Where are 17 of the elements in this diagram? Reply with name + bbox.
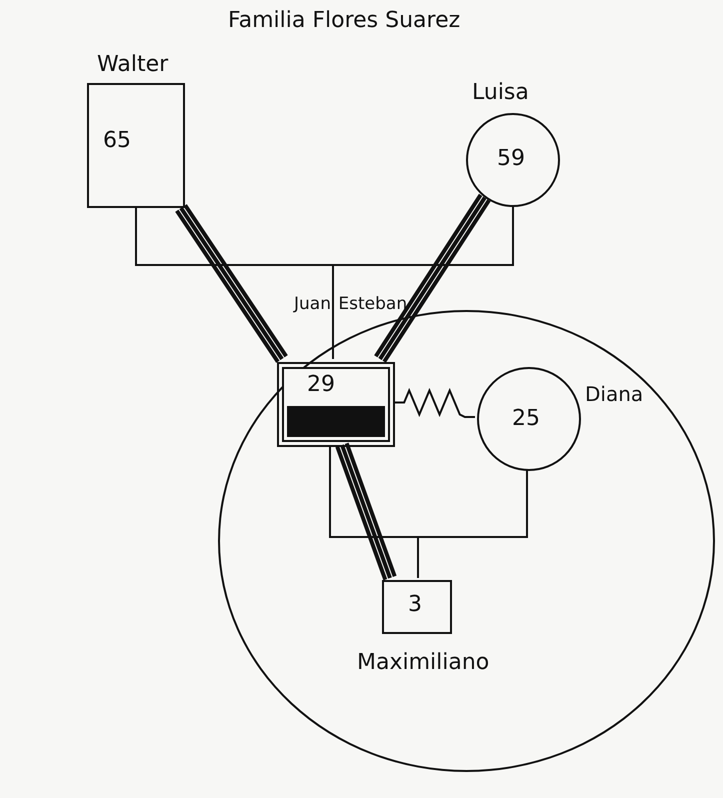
age-label: 65 (103, 128, 131, 154)
conflict-line (394, 388, 475, 418)
age-label: 29 (307, 372, 335, 398)
diagram-title: Familia Flores Suarez (228, 8, 460, 34)
age-label: 25 (512, 406, 540, 432)
close-relationship-line (374, 192, 491, 364)
close-relationship-line (174, 203, 288, 364)
relationship-line (332, 265, 334, 359)
age-label: 59 (497, 146, 525, 172)
age-label: 3 (408, 592, 422, 618)
person-name: Diana (585, 382, 644, 406)
person-name: Luisa (472, 80, 529, 106)
person-name: Walter (97, 52, 168, 78)
relationship-line (135, 207, 514, 266)
close-relationship-line (335, 441, 397, 582)
person-name: Maximiliano (357, 650, 490, 676)
person-name: Juan Esteban (294, 294, 408, 314)
